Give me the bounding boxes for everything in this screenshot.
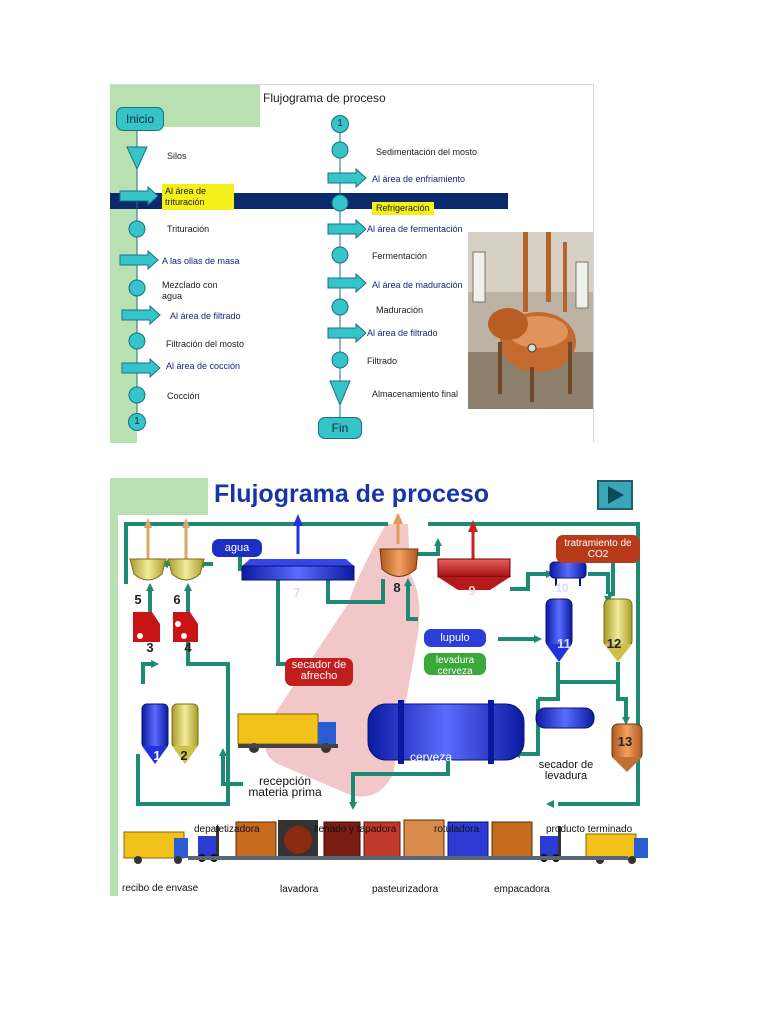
step-label: Maduración <box>376 305 424 315</box>
unit-number: 4 <box>184 640 192 655</box>
unit-number: 7 <box>293 585 301 600</box>
step-label: A las ollas de masa <box>162 256 240 266</box>
station-label: recibo de envase <box>122 883 199 894</box>
tank-10 <box>549 561 587 586</box>
slide-2-plant-diagram: Flujograma de proceso <box>110 478 651 896</box>
truck-icon <box>237 713 338 753</box>
mill-3 <box>133 612 160 642</box>
bottling-line <box>123 819 648 864</box>
brewhouse-photo <box>468 232 593 409</box>
label-recepcion: recepción materia prima <box>248 774 322 799</box>
unit-number: 9 <box>468 583 476 598</box>
unit-number: 12 <box>606 636 622 651</box>
step-label: Al área de filtrado <box>367 328 438 338</box>
station-label: producto terminado <box>546 824 633 835</box>
unit-number: 5 <box>134 592 142 607</box>
station-label: rotuladora <box>434 824 480 835</box>
mill-4 <box>173 612 198 642</box>
label-cerveza: cerveza <box>410 750 453 764</box>
connector-1-right: 1 <box>331 115 349 133</box>
step-label-highlighted: Refrigeración <box>372 202 434 215</box>
step-label-highlighted: Al área de trituración <box>162 184 234 210</box>
unit-number: 2 <box>180 748 188 763</box>
step-label: Al área de enfriamiento <box>372 174 466 184</box>
play-arrow-icon[interactable] <box>597 480 633 510</box>
end-node: Fin <box>318 417 362 439</box>
step-label: Al área de filtrado <box>170 311 241 321</box>
yeast-dryer <box>535 707 595 729</box>
storage-triangle-icon <box>329 380 351 407</box>
unit-number: 11 <box>557 636 571 651</box>
connector-1-left: 1 <box>128 413 146 431</box>
tank-12 <box>603 598 633 662</box>
tank-7 <box>241 514 355 581</box>
unit-number: 1 <box>153 748 161 763</box>
step-label: Silos <box>167 151 187 161</box>
label-agua: agua <box>212 539 262 557</box>
step-label: Trituración <box>167 224 210 234</box>
slide-1-process-flowchart: Flujograma de proceso <box>110 84 594 443</box>
label-secador-afrecho: secador de afrecho <box>285 658 353 686</box>
station-label: pasteurizadora <box>372 884 439 895</box>
unit-number: 13 <box>617 734 633 749</box>
station-label: lavadora <box>280 884 319 895</box>
tank-8 <box>379 514 419 577</box>
label-levadura: levadura cerveza <box>424 653 486 677</box>
tank-5 <box>129 518 167 581</box>
tank-6 <box>167 518 205 581</box>
silo-2 <box>171 703 199 764</box>
accent-bar-left <box>110 478 118 896</box>
plant-pipe-diagram <box>123 514 648 864</box>
station-label: empacadora <box>494 884 550 895</box>
station-label: llenado y tapadora <box>314 824 397 835</box>
unit-number: 8 <box>393 580 401 595</box>
start-node: Inicio <box>116 107 164 131</box>
tank-11 <box>545 598 573 662</box>
flowchart-connectors <box>119 131 367 417</box>
slide-2-title: Flujograma de proceso <box>214 480 490 508</box>
unit-number: 10 <box>555 581 569 595</box>
storage-triangle-icon <box>126 146 148 171</box>
step-label: Al área de cocción <box>166 361 241 371</box>
unit-number: 3 <box>146 640 154 655</box>
step-label: Filtración del mosto <box>166 339 245 349</box>
step-label: Cocción <box>167 391 200 401</box>
beer-storage-tank <box>367 700 525 764</box>
tank-9 <box>437 520 511 590</box>
label-tratamiento: tratramiento de CO2 <box>556 535 640 563</box>
label-secador-levadura: secador de levadura <box>538 759 594 782</box>
step-label: Sedimentación del mosto <box>376 147 478 157</box>
accent-bar-top <box>110 478 208 515</box>
tank-13 <box>611 723 643 772</box>
station-label: depaletizadora <box>194 824 260 835</box>
slide-1-title: Flujograma de proceso <box>263 91 386 105</box>
label-lupulo: lupulo <box>424 629 486 647</box>
unit-number: 6 <box>173 592 181 607</box>
step-label: Al área de fermentación <box>367 224 463 234</box>
silo-1 <box>141 703 169 764</box>
step-label: Mezclado con agua <box>162 280 218 301</box>
step-label: Fermentación <box>372 251 428 261</box>
step-label: Almacenamiento final <box>372 389 459 399</box>
step-label: Al área de maduración <box>372 280 463 290</box>
step-label: Filtrado <box>367 356 398 366</box>
